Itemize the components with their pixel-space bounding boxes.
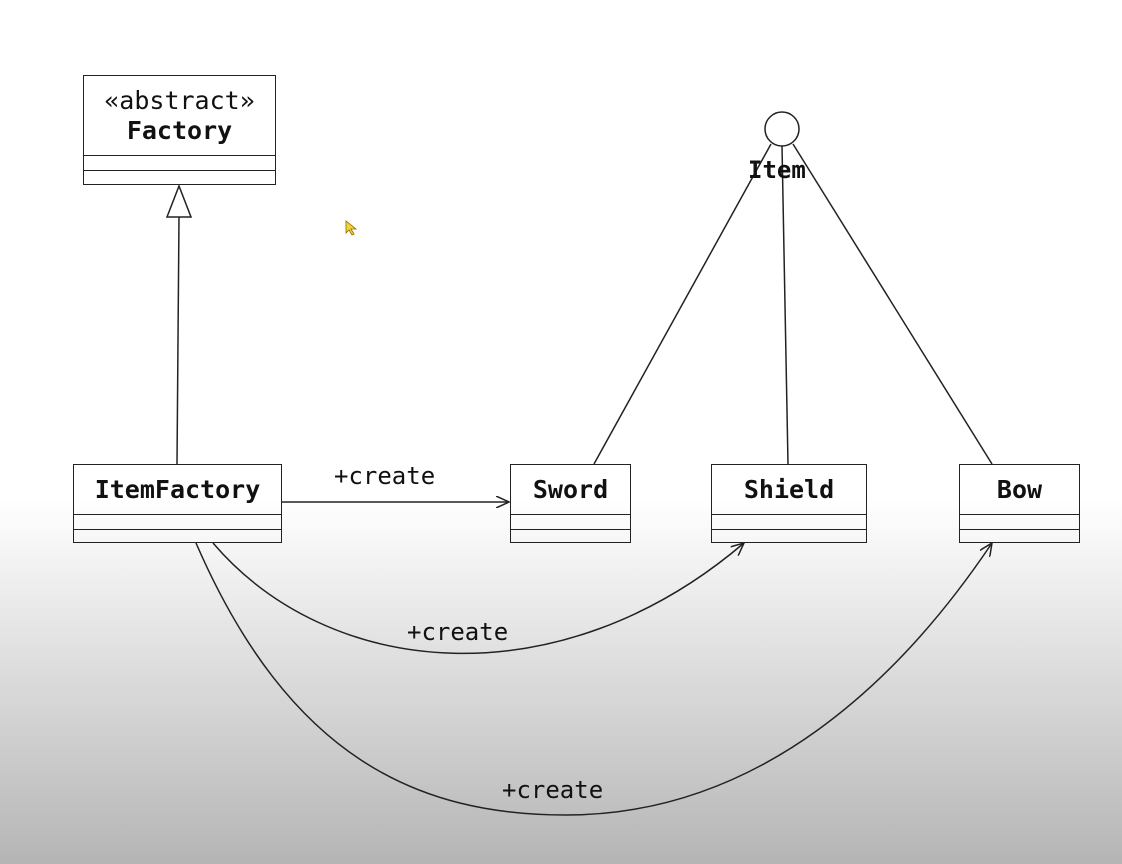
sword-operations-compartment bbox=[511, 530, 630, 542]
bow-class-header: Bow bbox=[960, 465, 1079, 515]
shield-attributes-compartment bbox=[712, 515, 866, 530]
sword-class-header: Sword bbox=[511, 465, 630, 515]
factory-stereotype: «abstract» bbox=[104, 85, 255, 115]
bow-class-name: Bow bbox=[996, 474, 1043, 504]
sword-class[interactable]: Sword bbox=[510, 464, 631, 543]
create-bow-arrow bbox=[195, 543, 992, 816]
create-shield-label: +create bbox=[407, 618, 509, 646]
factory-class[interactable]: «abstract» Factory bbox=[83, 75, 276, 185]
mouse-cursor-icon bbox=[345, 220, 358, 236]
shield-class-header: Shield bbox=[712, 465, 866, 515]
factory-attributes-compartment bbox=[84, 156, 275, 171]
item-interface-label: Item bbox=[748, 156, 806, 184]
realization-line-bow bbox=[792, 143, 993, 465]
realization-line-sword bbox=[593, 143, 772, 465]
item-factory-class-name: ItemFactory bbox=[94, 474, 261, 504]
create-bow-label: +create bbox=[502, 776, 604, 804]
shield-class-name: Shield bbox=[743, 474, 835, 504]
create-shield-arrow bbox=[212, 543, 744, 654]
bow-class[interactable]: Bow bbox=[959, 464, 1080, 543]
bow-attributes-compartment bbox=[960, 515, 1079, 530]
generalization-line bbox=[176, 216, 180, 465]
sword-class-name: Sword bbox=[532, 474, 609, 504]
factory-operations-compartment bbox=[84, 171, 275, 184]
shield-class[interactable]: Shield bbox=[711, 464, 867, 543]
realization-line-shield bbox=[781, 145, 789, 465]
bow-operations-compartment bbox=[960, 530, 1079, 542]
create-sword-label: +create bbox=[334, 462, 436, 490]
generalization-arrowhead bbox=[165, 183, 193, 218]
factory-class-header: «abstract» Factory bbox=[84, 76, 275, 156]
item-factory-attributes-compartment bbox=[74, 515, 281, 530]
item-factory-operations-compartment bbox=[74, 530, 281, 542]
sword-attributes-compartment bbox=[511, 515, 630, 530]
item-factory-class-header: ItemFactory bbox=[74, 465, 281, 515]
factory-class-name: Factory bbox=[126, 115, 233, 145]
item-interface-circle bbox=[764, 111, 800, 147]
item-factory-class[interactable]: ItemFactory bbox=[73, 464, 282, 543]
shield-operations-compartment bbox=[712, 530, 866, 542]
